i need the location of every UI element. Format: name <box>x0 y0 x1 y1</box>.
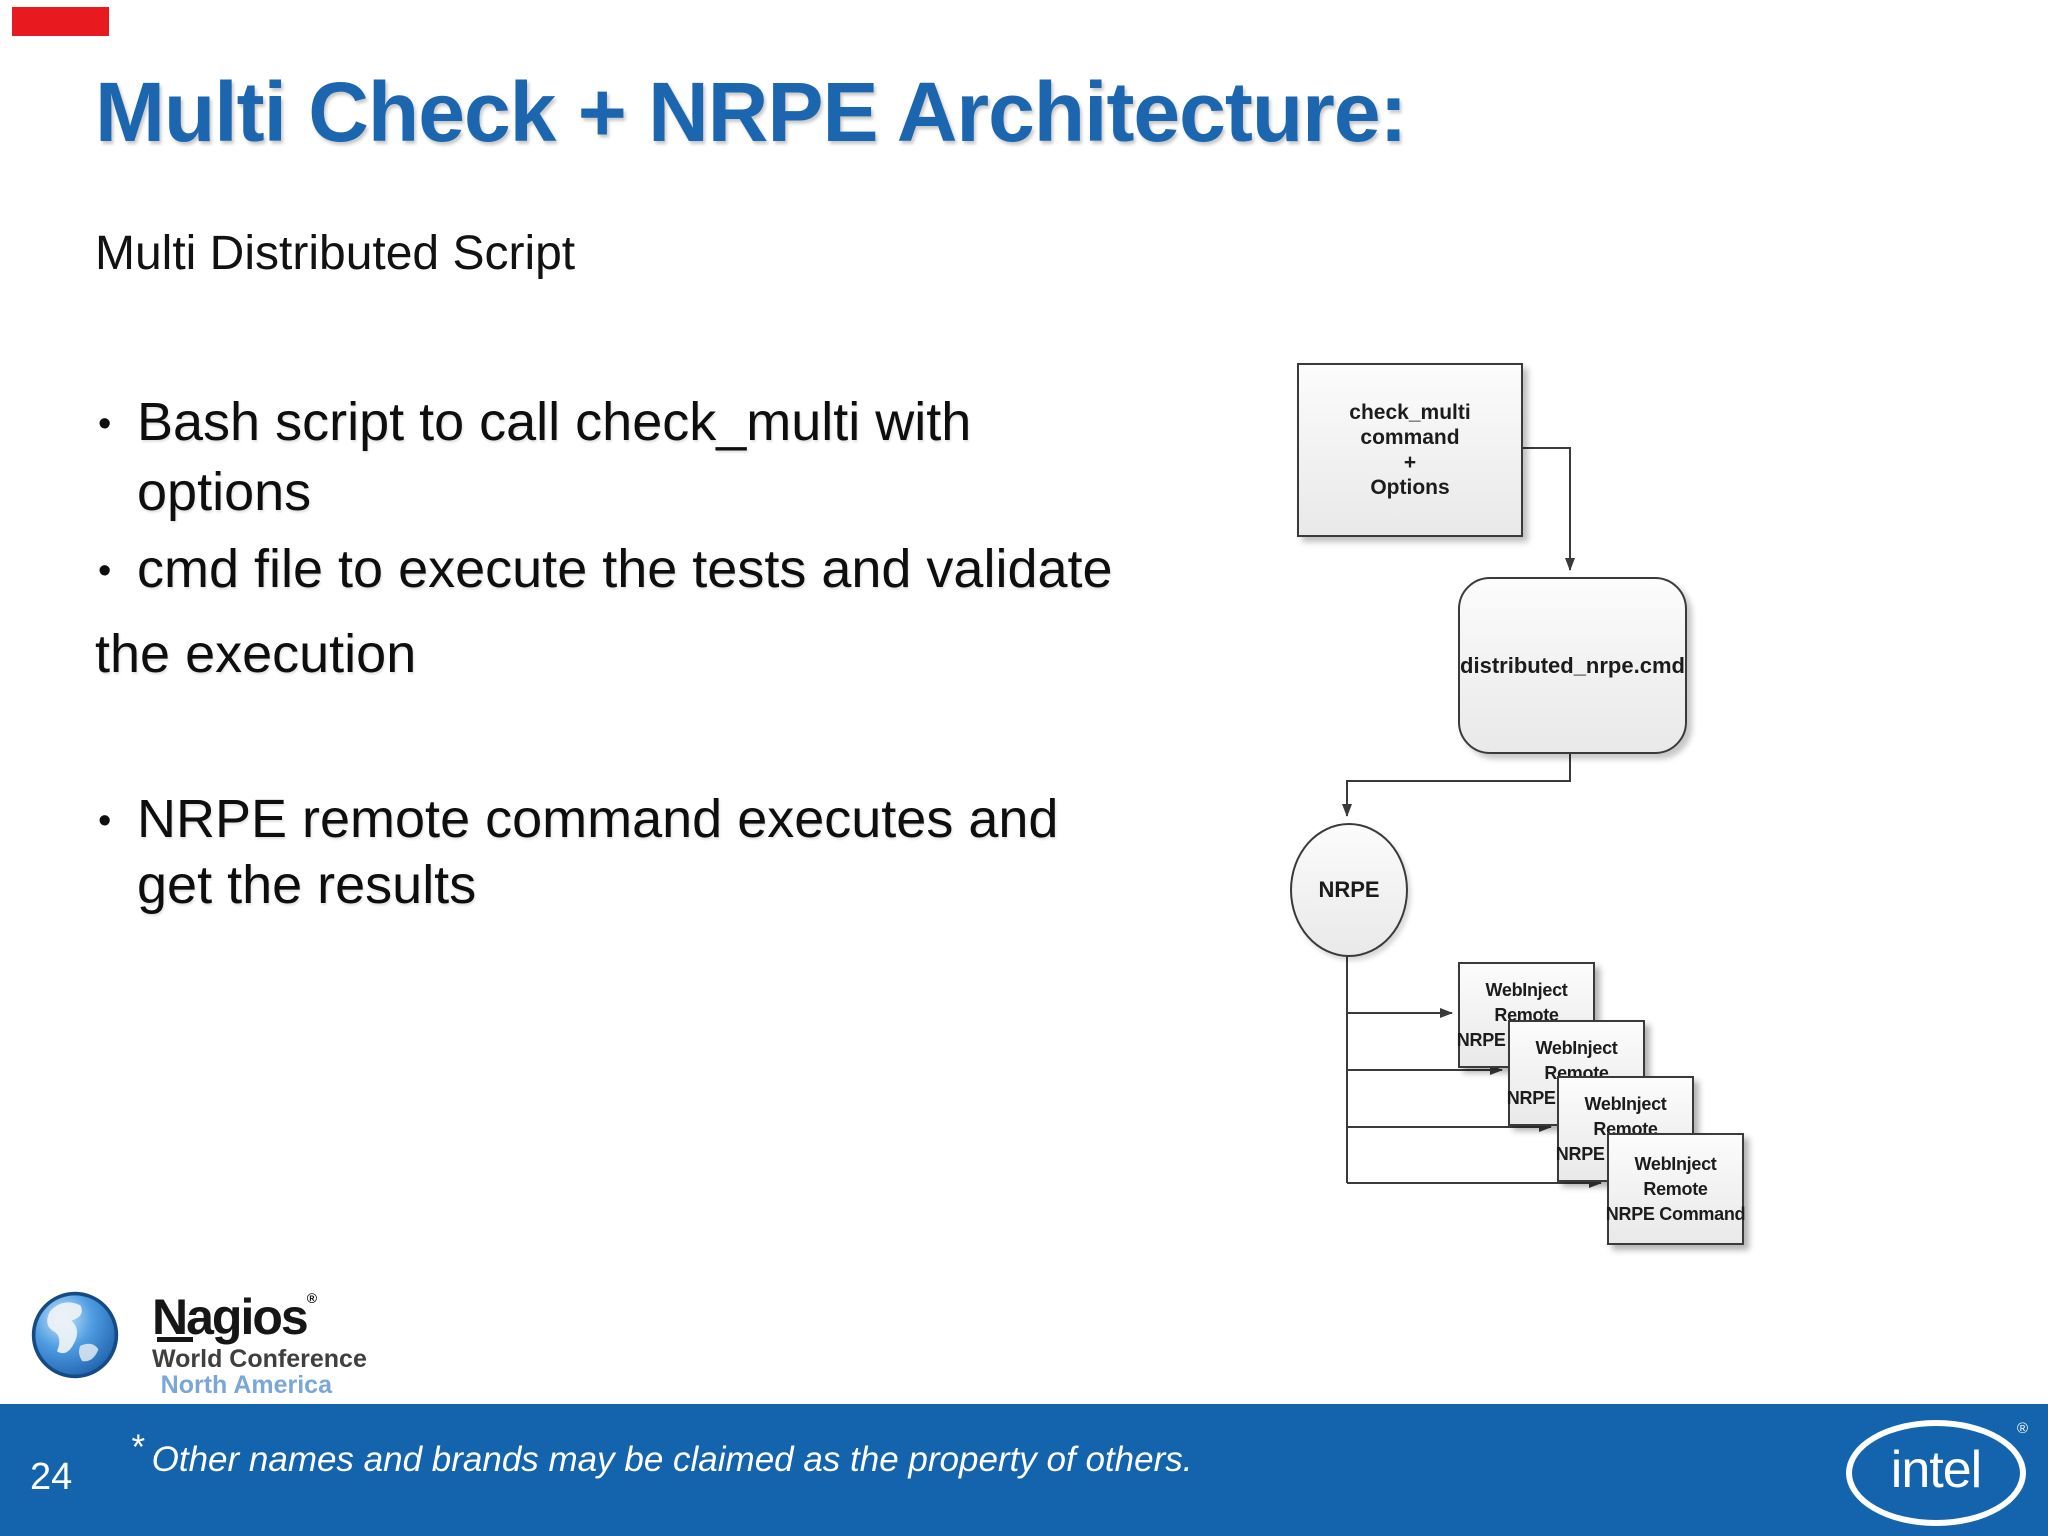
node-webinject-remote-4: WebInject Remote NRPE Command <box>1605 1133 1746 1245</box>
intel-wordmark: intel <box>1890 1441 1982 1499</box>
bullet-marker: • <box>98 403 112 445</box>
footnote-asterisk: * <box>130 1428 144 1467</box>
bullet-marker: • <box>98 550 112 592</box>
bullet-line: cmd file to execute the tests and valida… <box>137 539 1113 599</box>
node-label: WebInject <box>1634 1153 1717 1174</box>
bullet-line: the execution <box>95 624 417 684</box>
node-label: NRPE Command <box>1605 1203 1746 1224</box>
bullet-line: get the results <box>137 855 477 915</box>
slide-subtitle: Multi Distributed Script <box>95 227 576 280</box>
red-corner-marker <box>12 7 109 36</box>
node-label: NRPE <box>1318 877 1380 902</box>
registered-mark: ® <box>2016 1420 2028 1437</box>
intel-logo: intel ® <box>1846 1420 2028 1526</box>
node-check-multi-command: check_multi command + Options <box>1297 363 1523 537</box>
node-label: + <box>1403 451 1417 474</box>
bullet-marker: • <box>98 800 112 842</box>
node-label: WebInject <box>1535 1037 1618 1058</box>
nagios-north-america-text: North America <box>160 1371 332 1399</box>
node-label: Options <box>1370 476 1450 499</box>
page-number: 24 <box>30 1456 73 1498</box>
bullet-line: Bash script to call check_multi with <box>137 392 972 452</box>
nagios-world-conference-logo: Nagios® World Conference North America <box>30 1284 367 1402</box>
nagios-wordmark: Nagios® <box>152 1288 317 1346</box>
node-label: WebInject <box>1584 1093 1667 1114</box>
node-label: Remote <box>1494 1004 1559 1025</box>
footnote: *Other names and brands may be claimed a… <box>130 1428 1193 1480</box>
bullet-line: NRPE remote command executes and <box>137 789 1059 849</box>
node-label: distributed_nrpe.cmd <box>1460 652 1685 678</box>
footnote-text: Other names and brands may be claimed as… <box>151 1440 1193 1479</box>
node-label: check_multi command <box>1349 401 1471 449</box>
footer-bar: 24 *Other names and brands may be claime… <box>0 1404 2048 1536</box>
node-distributed-nrpe-cmd: distributed_nrpe.cmd <box>1458 577 1687 754</box>
globe-icon <box>31 1291 119 1379</box>
registered-mark: ® <box>306 1290 317 1306</box>
bullet-line: options <box>137 462 312 522</box>
node-label: WebInject <box>1485 979 1568 1000</box>
node-nrpe-circle: NRPE <box>1290 823 1408 957</box>
nagios-underline <box>157 1337 193 1342</box>
node-label: Remote <box>1643 1178 1708 1199</box>
nagios-world-conference-text: World Conference <box>152 1345 367 1373</box>
nagios-wordmark-text: Nagios <box>152 1289 309 1345</box>
page-title: Multi Check + NRPE Architecture: <box>95 65 1408 159</box>
